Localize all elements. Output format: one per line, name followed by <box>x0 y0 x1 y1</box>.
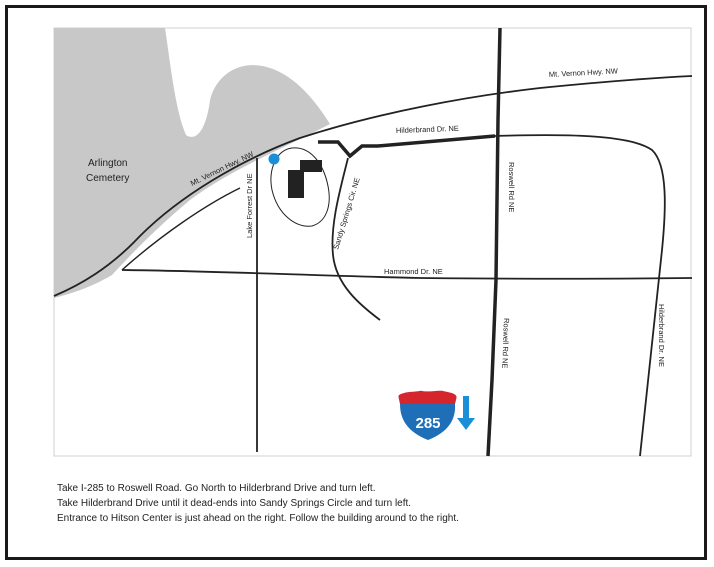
cemetery-label: Cemetery <box>86 173 129 184</box>
mt-vernon-upper-label: Mt. Vernon Hwy. NW <box>549 66 619 79</box>
hitson-center-loop <box>270 147 330 227</box>
directions-line-2: Take Hilderbrand Drive until it dead-end… <box>57 498 412 509</box>
interstate-285-number: 285 <box>415 415 440 432</box>
hilderbrand-top-label: Hilderbrand Dr. NE <box>396 124 459 135</box>
interstate-285-shield-icon[interactable]: 285 <box>397 389 458 443</box>
mt-vernon-hwy-road-upper <box>53 75 693 297</box>
roswell-upper-label: Roswell Rd NE <box>507 162 516 212</box>
directions-text: Take I-285 to Roswell Road. Go North to … <box>57 481 697 526</box>
hammond-label: Hammond Dr. NE <box>384 267 443 276</box>
directions-line-1: Take I-285 to Roswell Road. Go North to … <box>57 483 376 494</box>
lake-forrest-label: Lake Forrest Dr NE <box>245 173 254 238</box>
arlington-cemetery-area <box>54 28 330 298</box>
south-arrow-icon <box>457 396 475 430</box>
sandy-springs-cir-road <box>331 157 381 321</box>
roswell-rd-road <box>486 27 502 457</box>
hilderbrand-dr-route <box>318 134 496 159</box>
mt-vernon-hwy-road-lower <box>121 187 241 271</box>
directions-line-3: Entrance to Hitson Center is just ahead … <box>57 513 459 524</box>
entrance-marker[interactable] <box>268 153 280 165</box>
roswell-lower-label: Roswell Rd NE <box>500 318 511 369</box>
hammond-dr-road <box>121 269 693 280</box>
arlington-label: Arlington <box>88 158 127 169</box>
hilderbrand-dr-road <box>494 134 666 457</box>
hitson-center-building[interactable] <box>288 160 322 198</box>
hilderbrand-right-label: Hilderbrand Dr. NE <box>657 304 666 367</box>
